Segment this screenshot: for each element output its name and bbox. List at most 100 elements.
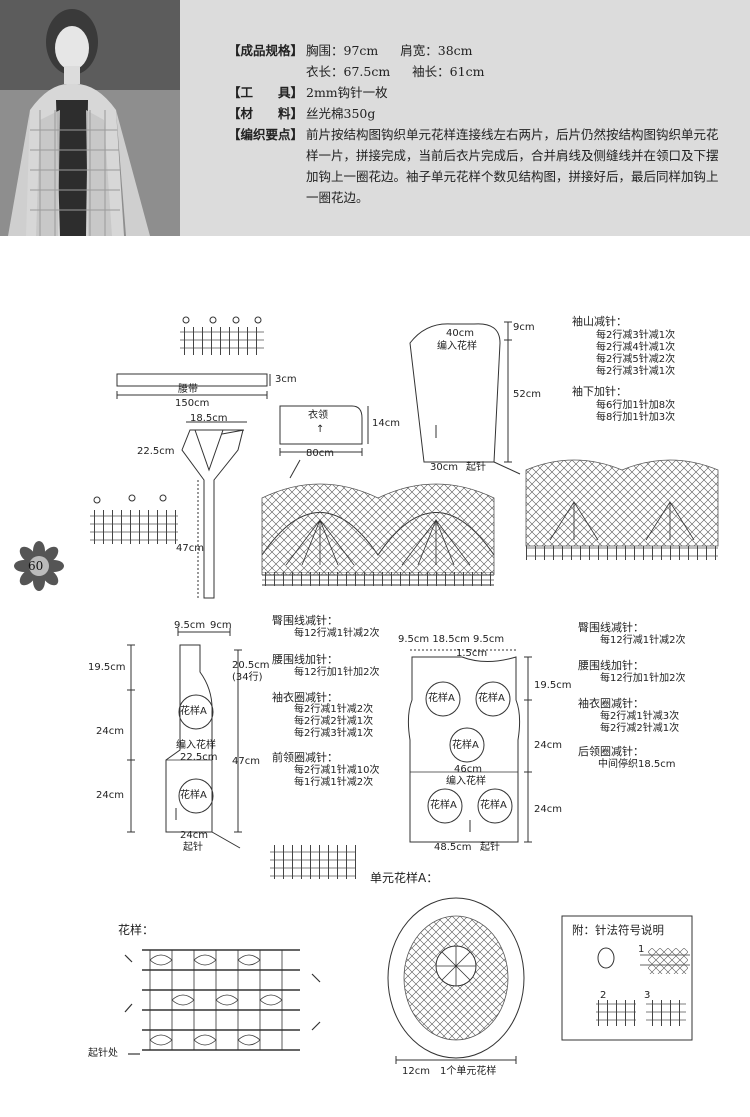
front-note-title-3: 袖衣圈减针：	[272, 691, 338, 704]
sleeve-inc-title: 袖下加针：	[572, 385, 627, 398]
front-inside: 编入花样	[176, 740, 216, 751]
back-h2: 24cm	[534, 740, 562, 751]
back-bottom: 48.5cm	[434, 842, 472, 853]
spec-length: 衣长：67.5cm	[306, 64, 391, 79]
spec-chest: 胸围：97cm	[306, 43, 379, 58]
front-motif-circle-1	[178, 694, 214, 730]
front-motif-2: 花样A	[180, 790, 207, 801]
sleeve-cap-title: 袖山减针：	[572, 315, 627, 328]
sleeve-length: 52cm	[513, 389, 541, 400]
back-start: 起针	[480, 842, 500, 853]
pattern-title: 花样：	[118, 923, 155, 937]
front-note-line-3-3: 每2行减3针减1次	[294, 728, 374, 739]
back-note-line-4-1: 中间停织18.5cm	[598, 759, 676, 770]
sleeve-cap-height: 9cm	[513, 322, 535, 333]
sleeve-inc-line-1: 每6行加1针加8次	[596, 400, 676, 411]
front-note-title-4: 前领圈减针：	[272, 751, 338, 764]
pattern-start: 起针处	[88, 1048, 118, 1059]
front-width-mid: 22.5cm	[180, 752, 218, 763]
page-number: 60	[28, 559, 44, 573]
front-rows: (34行)	[232, 672, 263, 683]
back-piece	[407, 649, 532, 843]
spec-label-tool: 【工 具】	[228, 85, 304, 100]
flower-icon	[14, 541, 64, 591]
front-motif-circle-2	[178, 778, 214, 814]
spec-row-material: 【材 料】 丝光棉350g	[228, 103, 728, 124]
sleeve-cap-line-2: 每2行减4针减1次	[596, 342, 676, 353]
spec-label-material: 【材 料】	[228, 106, 304, 121]
back-motif-5: 花样A	[480, 800, 507, 811]
neck-band-piece	[181, 421, 247, 599]
front-note-line-4-1: 每2行减1针减10次	[294, 765, 380, 776]
belt-title: 腰带	[178, 384, 198, 395]
unit-motif-caption: 12cm 1个单元花样	[402, 1066, 497, 1077]
belt-width: 150cm	[175, 398, 210, 409]
spec-label-blank	[228, 61, 306, 82]
spec-shoulder: 肩宽：38cm	[400, 43, 473, 58]
back-motif-4: 花样A	[430, 800, 457, 811]
front-note-line-1-1: 每12行减1针减2次	[294, 628, 380, 639]
sleeve-cap-line-1: 每2行减3针减1次	[596, 330, 676, 341]
unit-motif-a	[387, 897, 525, 1064]
back-note-line-3-1: 每2行减1针减3次	[600, 711, 680, 722]
back-note-title-3: 袖衣圈减针：	[578, 697, 644, 710]
collar-arrow-icon: ↑	[316, 424, 325, 435]
fan-edging-right	[525, 459, 719, 560]
legend-number-2: 2	[600, 990, 607, 1001]
front-armhole: 20.5cm	[232, 660, 270, 671]
unit-motif-title: 单元花样A：	[370, 871, 439, 885]
front-total: 47cm	[232, 756, 260, 767]
back-note-line-1-1: 每12行减1针减2次	[600, 635, 686, 646]
spec-material: 丝光棉350g	[306, 106, 376, 121]
front-note-line-3-1: 每2行减1针减2次	[294, 704, 374, 715]
legend-number-3: 3	[644, 990, 651, 1001]
spec-label-notes: 【编织要点】	[228, 127, 304, 142]
front-h1: 19.5cm	[88, 662, 126, 673]
collar-width-dim	[279, 448, 363, 456]
front-h2: 24cm	[96, 726, 124, 737]
back-motif-1: 花样A	[428, 693, 455, 704]
sleeve-cap-line-3: 每2行减5针减2次	[596, 354, 676, 365]
front-note-line-3-2: 每2行减2针减1次	[294, 716, 374, 727]
collar-height: 14cm	[372, 418, 400, 429]
back-motif-3: 花样A	[452, 740, 479, 751]
spec-sleeve: 袖长：61cm	[412, 64, 485, 79]
front-note-line-4-2: 每1行减1针减2次	[294, 777, 374, 788]
neck-side: 22.5cm	[137, 446, 175, 457]
spec-row-tool: 【工 具】 2mm钩针一枚	[228, 82, 728, 103]
collar-title: 衣领	[308, 410, 328, 421]
front-motif-1: 花样A	[180, 706, 207, 717]
front-piece	[127, 628, 242, 849]
back-note-title-4: 后领圈减针：	[578, 745, 644, 758]
stitch-legend-box	[561, 915, 693, 1041]
sleeve-inc-line-2: 每8行加1针加3次	[596, 412, 676, 423]
front-note-line-2-1: 每12行加1针加2次	[294, 667, 380, 678]
belt-stitch-swatch	[180, 316, 264, 355]
belt-strip	[116, 373, 268, 387]
belt-width-dim	[116, 391, 268, 399]
diagram-canvas	[90, 316, 719, 1064]
fan-edging-middle	[261, 483, 495, 586]
collar-piece	[279, 405, 363, 445]
spec-label-size: 【成品规格】	[228, 43, 304, 58]
front-bottom: 24cm	[180, 830, 208, 841]
back-note-line-2-1: 每12行加1针加2次	[600, 673, 686, 684]
sleeve-inside: 编入花样	[437, 341, 477, 352]
spec-tool: 2mm钩针一枚	[306, 85, 388, 100]
sleeve-start: 起针	[466, 462, 486, 473]
back-note-line-3-2: 每2行减2针减1次	[600, 723, 680, 734]
neck-top-width: 18.5cm	[190, 413, 228, 424]
collar-width: 80cm	[306, 448, 334, 459]
back-h1: 19.5cm	[534, 680, 572, 691]
back-note-title-2: 腰围线加针：	[578, 659, 644, 672]
front-h3: 24cm	[96, 790, 124, 801]
back-motif-2: 花样A	[478, 693, 505, 704]
front-stitch-swatch	[270, 845, 356, 879]
sleeve-bottom: 30cm	[430, 462, 458, 473]
back-note-title-1: 臀围线减针：	[578, 621, 644, 634]
header-band: 【成品规格】 胸围：97cm 肩宽：38cm 衣长：67.5cm 袖长：61cm…	[0, 0, 750, 236]
sleeve-cap-line-4: 每2行减3针减1次	[596, 366, 676, 377]
front-top-dims	[177, 628, 231, 636]
front-neck: 9cm	[210, 620, 232, 631]
spec-row-notes: 【编织要点】 前片按结构图钩织单元花样连接线左右两片，后片仍然按结构图钩织单元花…	[228, 124, 728, 208]
